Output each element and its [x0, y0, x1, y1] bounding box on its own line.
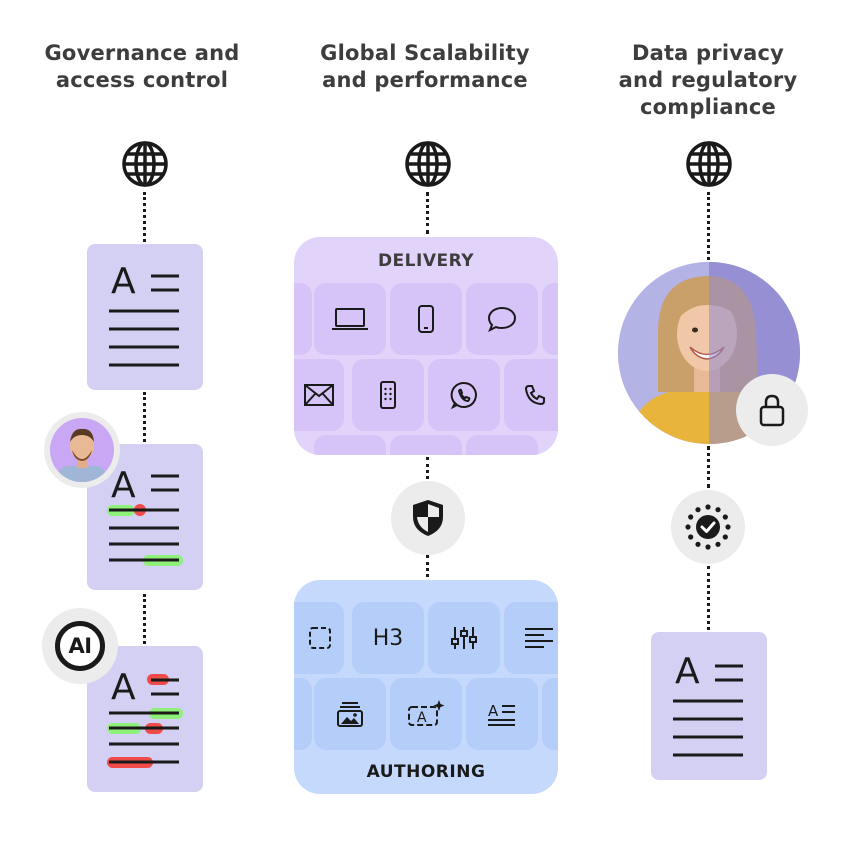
eu-check-icon — [685, 504, 731, 550]
shield-icon — [413, 500, 443, 536]
title-line: Governance and — [44, 41, 240, 65]
ai-text-icon: A — [408, 700, 445, 726]
delivery-tile-handset — [504, 359, 558, 431]
security-badge — [391, 481, 465, 555]
connector-line — [426, 192, 429, 234]
authoring-tile-align — [504, 602, 558, 674]
document-card: A — [87, 244, 203, 390]
ai-label: AI — [68, 634, 92, 658]
mail-icon — [304, 384, 334, 406]
document-glyph: A — [111, 465, 136, 506]
laptop-icon — [332, 308, 368, 330]
delivery-tile — [390, 435, 462, 455]
document-card: A — [651, 632, 767, 780]
sliders-icon — [451, 627, 477, 649]
authoring-tile — [294, 602, 344, 674]
delivery-label: DELIVERY — [377, 251, 475, 271]
reviewer-avatar — [44, 412, 120, 488]
svg-text:A: A — [417, 710, 427, 726]
delivery-panel: DELIVERY — [294, 237, 558, 455]
globe-icon — [405, 141, 451, 187]
lock-badge — [736, 374, 808, 446]
document-card-ai: A — [87, 646, 203, 792]
selection-icon — [309, 627, 331, 649]
delivery-tile-chat — [466, 283, 538, 355]
delivery-tile — [542, 283, 558, 355]
title-line: access control — [55, 68, 229, 92]
delivery-tile-phone — [390, 283, 462, 355]
mobile-phone-icon — [418, 305, 434, 333]
delivery-tile — [294, 283, 312, 355]
connector-line — [143, 392, 146, 442]
authoring-panel: H3 A A AUTHORING — [294, 580, 558, 794]
keypad-phone-icon — [380, 381, 396, 409]
authoring-tile-image — [314, 678, 386, 750]
delivery-tile-mail — [294, 359, 344, 431]
document-lines — [109, 274, 179, 367]
chat-bubble-icon — [487, 306, 517, 333]
document-lines — [673, 664, 743, 757]
column-title-scalability: Global Scalability and performance — [300, 40, 550, 94]
ai-icon: AI — [55, 621, 105, 671]
authoring-tile-sliders — [428, 602, 500, 674]
authoring-tile-text-format: A — [466, 678, 538, 750]
title-line: and performance — [322, 68, 528, 92]
delivery-tile — [466, 435, 538, 455]
column-title-privacy: Data privacy and regulatory compliance — [598, 40, 818, 121]
authoring-label: AUTHORING — [366, 762, 486, 782]
lock-icon — [759, 394, 785, 427]
title-line: and regulatory — [618, 68, 798, 92]
avatar-photo — [50, 418, 114, 482]
globe-icon — [686, 141, 732, 187]
column-title-governance: Governance and access control — [22, 40, 262, 94]
connector-line — [707, 192, 710, 260]
eu-compliance-badge — [671, 490, 745, 564]
whatsapp-icon — [450, 381, 477, 410]
connector-line — [143, 192, 146, 242]
connector-line — [707, 566, 710, 630]
title-line: compliance — [640, 95, 776, 119]
svg-text:A: A — [488, 702, 499, 720]
delivery-tile-laptop — [314, 283, 386, 355]
phone-handset-icon — [524, 385, 545, 406]
text-format-icon: A — [488, 702, 515, 726]
title-line: Global Scalability — [320, 41, 530, 65]
globe-icon — [122, 141, 168, 187]
text-align-icon — [525, 628, 553, 648]
authoring-tile — [542, 678, 558, 750]
connector-line — [426, 555, 429, 583]
document-glyph: A — [111, 667, 136, 708]
document-glyph: A — [111, 261, 136, 302]
document-highlights — [107, 474, 183, 566]
authoring-tile-heading: H3 — [352, 602, 424, 674]
image-gallery-icon — [337, 702, 363, 727]
heading-label: H3 — [372, 625, 404, 651]
delivery-tile — [314, 435, 386, 455]
document-highlights — [107, 674, 183, 768]
connector-line — [143, 594, 146, 644]
document-glyph: A — [675, 651, 700, 692]
authoring-tile — [294, 678, 312, 750]
delivery-tile-device — [352, 359, 424, 431]
delivery-tile-whatsapp — [428, 359, 500, 431]
title-line: Data privacy — [631, 41, 785, 65]
connector-line — [707, 446, 710, 488]
authoring-tile-ai-text: A — [390, 678, 462, 750]
connector-line — [426, 457, 429, 485]
ai-badge: AI — [42, 608, 118, 684]
